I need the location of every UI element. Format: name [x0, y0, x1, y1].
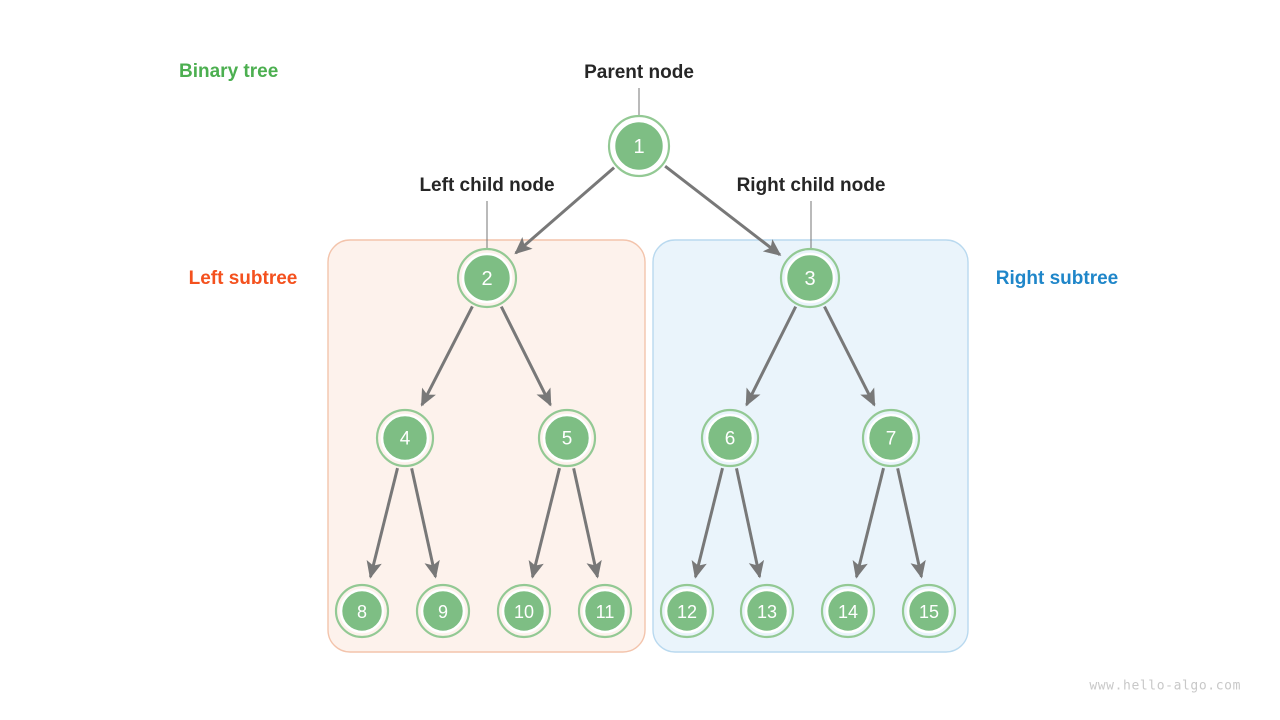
tree-edge-5-10 — [528, 467, 561, 579]
tree-node-3: 3 — [779, 247, 841, 309]
node-outer-ring — [861, 408, 921, 468]
node-disc — [784, 252, 836, 304]
subtree-regions: Left subtree Right subtree — [189, 239, 1118, 653]
node-value-label: 7 — [886, 429, 897, 450]
right-child-node-callout-label: Right child node — [737, 175, 886, 196]
node-value-label: 12 — [677, 602, 697, 622]
tree-edge-4-8 — [366, 467, 399, 579]
node-value-label: 13 — [757, 602, 777, 622]
tree-edge-5-11 — [572, 467, 602, 579]
node-outer-ring — [779, 247, 841, 309]
parent-node-callout-label: Parent node — [584, 62, 694, 83]
node-disc — [461, 252, 513, 304]
node-value-label: 5 — [562, 429, 573, 450]
tree-node-2: 2 — [456, 247, 518, 309]
node-outer-ring — [496, 583, 552, 639]
node-value-label: 10 — [514, 602, 534, 622]
node-outer-ring — [375, 408, 435, 468]
node-value-label: 3 — [804, 268, 815, 290]
tree-node-8: 8 — [334, 583, 390, 639]
tree-node-15: 15 — [901, 583, 957, 639]
node-outer-ring — [334, 583, 390, 639]
node-value-label: 6 — [725, 429, 736, 450]
node-outer-ring — [537, 408, 597, 468]
tree-node-4: 4 — [375, 408, 435, 468]
tree-edge-2-4 — [420, 305, 474, 407]
node-disc — [664, 588, 710, 634]
node-outer-ring — [456, 247, 518, 309]
tree-node-11: 11 — [577, 583, 633, 639]
tree-edges — [366, 164, 926, 579]
node-value-label: 2 — [481, 268, 492, 290]
tree-edge-6-13 — [735, 468, 765, 579]
node-disc — [612, 119, 666, 173]
tree-node-5: 5 — [537, 408, 597, 468]
node-disc — [705, 413, 755, 463]
right-subtree-region-label: Right subtree — [996, 268, 1118, 289]
node-outer-ring — [820, 583, 876, 639]
node-value-label: 4 — [400, 429, 411, 450]
tree-edge-7-15 — [896, 467, 926, 579]
tree-edge-2-5 — [499, 305, 552, 407]
node-outer-ring — [659, 583, 715, 639]
tree-edge-7-14 — [852, 467, 885, 579]
tree-node-6: 6 — [700, 408, 760, 468]
tree-edge-3-7 — [823, 305, 876, 407]
node-outer-ring — [739, 583, 795, 639]
node-disc — [744, 588, 790, 634]
left-subtree-region-label: Left subtree — [189, 268, 298, 289]
tree-node-12: 12 — [659, 583, 715, 639]
node-outer-ring — [577, 583, 633, 639]
node-value-label: 1 — [633, 136, 644, 158]
tree-edge-3-6 — [745, 305, 798, 407]
node-value-label: 14 — [838, 602, 858, 622]
node-disc — [420, 588, 466, 634]
left-child-node-callout-label: Left child node — [419, 175, 554, 196]
node-outer-ring — [700, 408, 760, 468]
node-disc — [380, 413, 430, 463]
node-value-label: 8 — [357, 602, 367, 622]
node-value-label: 9 — [438, 602, 448, 622]
node-outer-ring — [901, 583, 957, 639]
node-outer-ring — [415, 583, 471, 639]
tree-node-10: 10 — [496, 583, 552, 639]
tree-node-7: 7 — [861, 408, 921, 468]
node-disc — [582, 588, 628, 634]
tree-node-14: 14 — [820, 583, 876, 639]
tree-edge-1-3 — [664, 164, 782, 256]
tree-edge-6-12 — [691, 467, 724, 579]
node-disc — [825, 588, 871, 634]
node-disc — [866, 413, 916, 463]
tree-edge-1-2 — [514, 166, 616, 255]
node-value-label: 15 — [919, 602, 939, 622]
node-disc — [339, 588, 385, 634]
tree-node-13: 13 — [739, 583, 795, 639]
node-disc — [542, 413, 592, 463]
node-disc — [501, 588, 547, 634]
watermark-label: www.hello-algo.com — [1089, 679, 1241, 694]
tree-node-1: 1 — [607, 114, 671, 178]
node-value-label: 11 — [596, 602, 615, 622]
node-outer-ring — [607, 114, 671, 178]
tree-edge-4-9 — [410, 467, 440, 579]
node-disc — [906, 588, 952, 634]
page-title: Binary tree — [179, 61, 278, 82]
tree-node-9: 9 — [415, 583, 471, 639]
